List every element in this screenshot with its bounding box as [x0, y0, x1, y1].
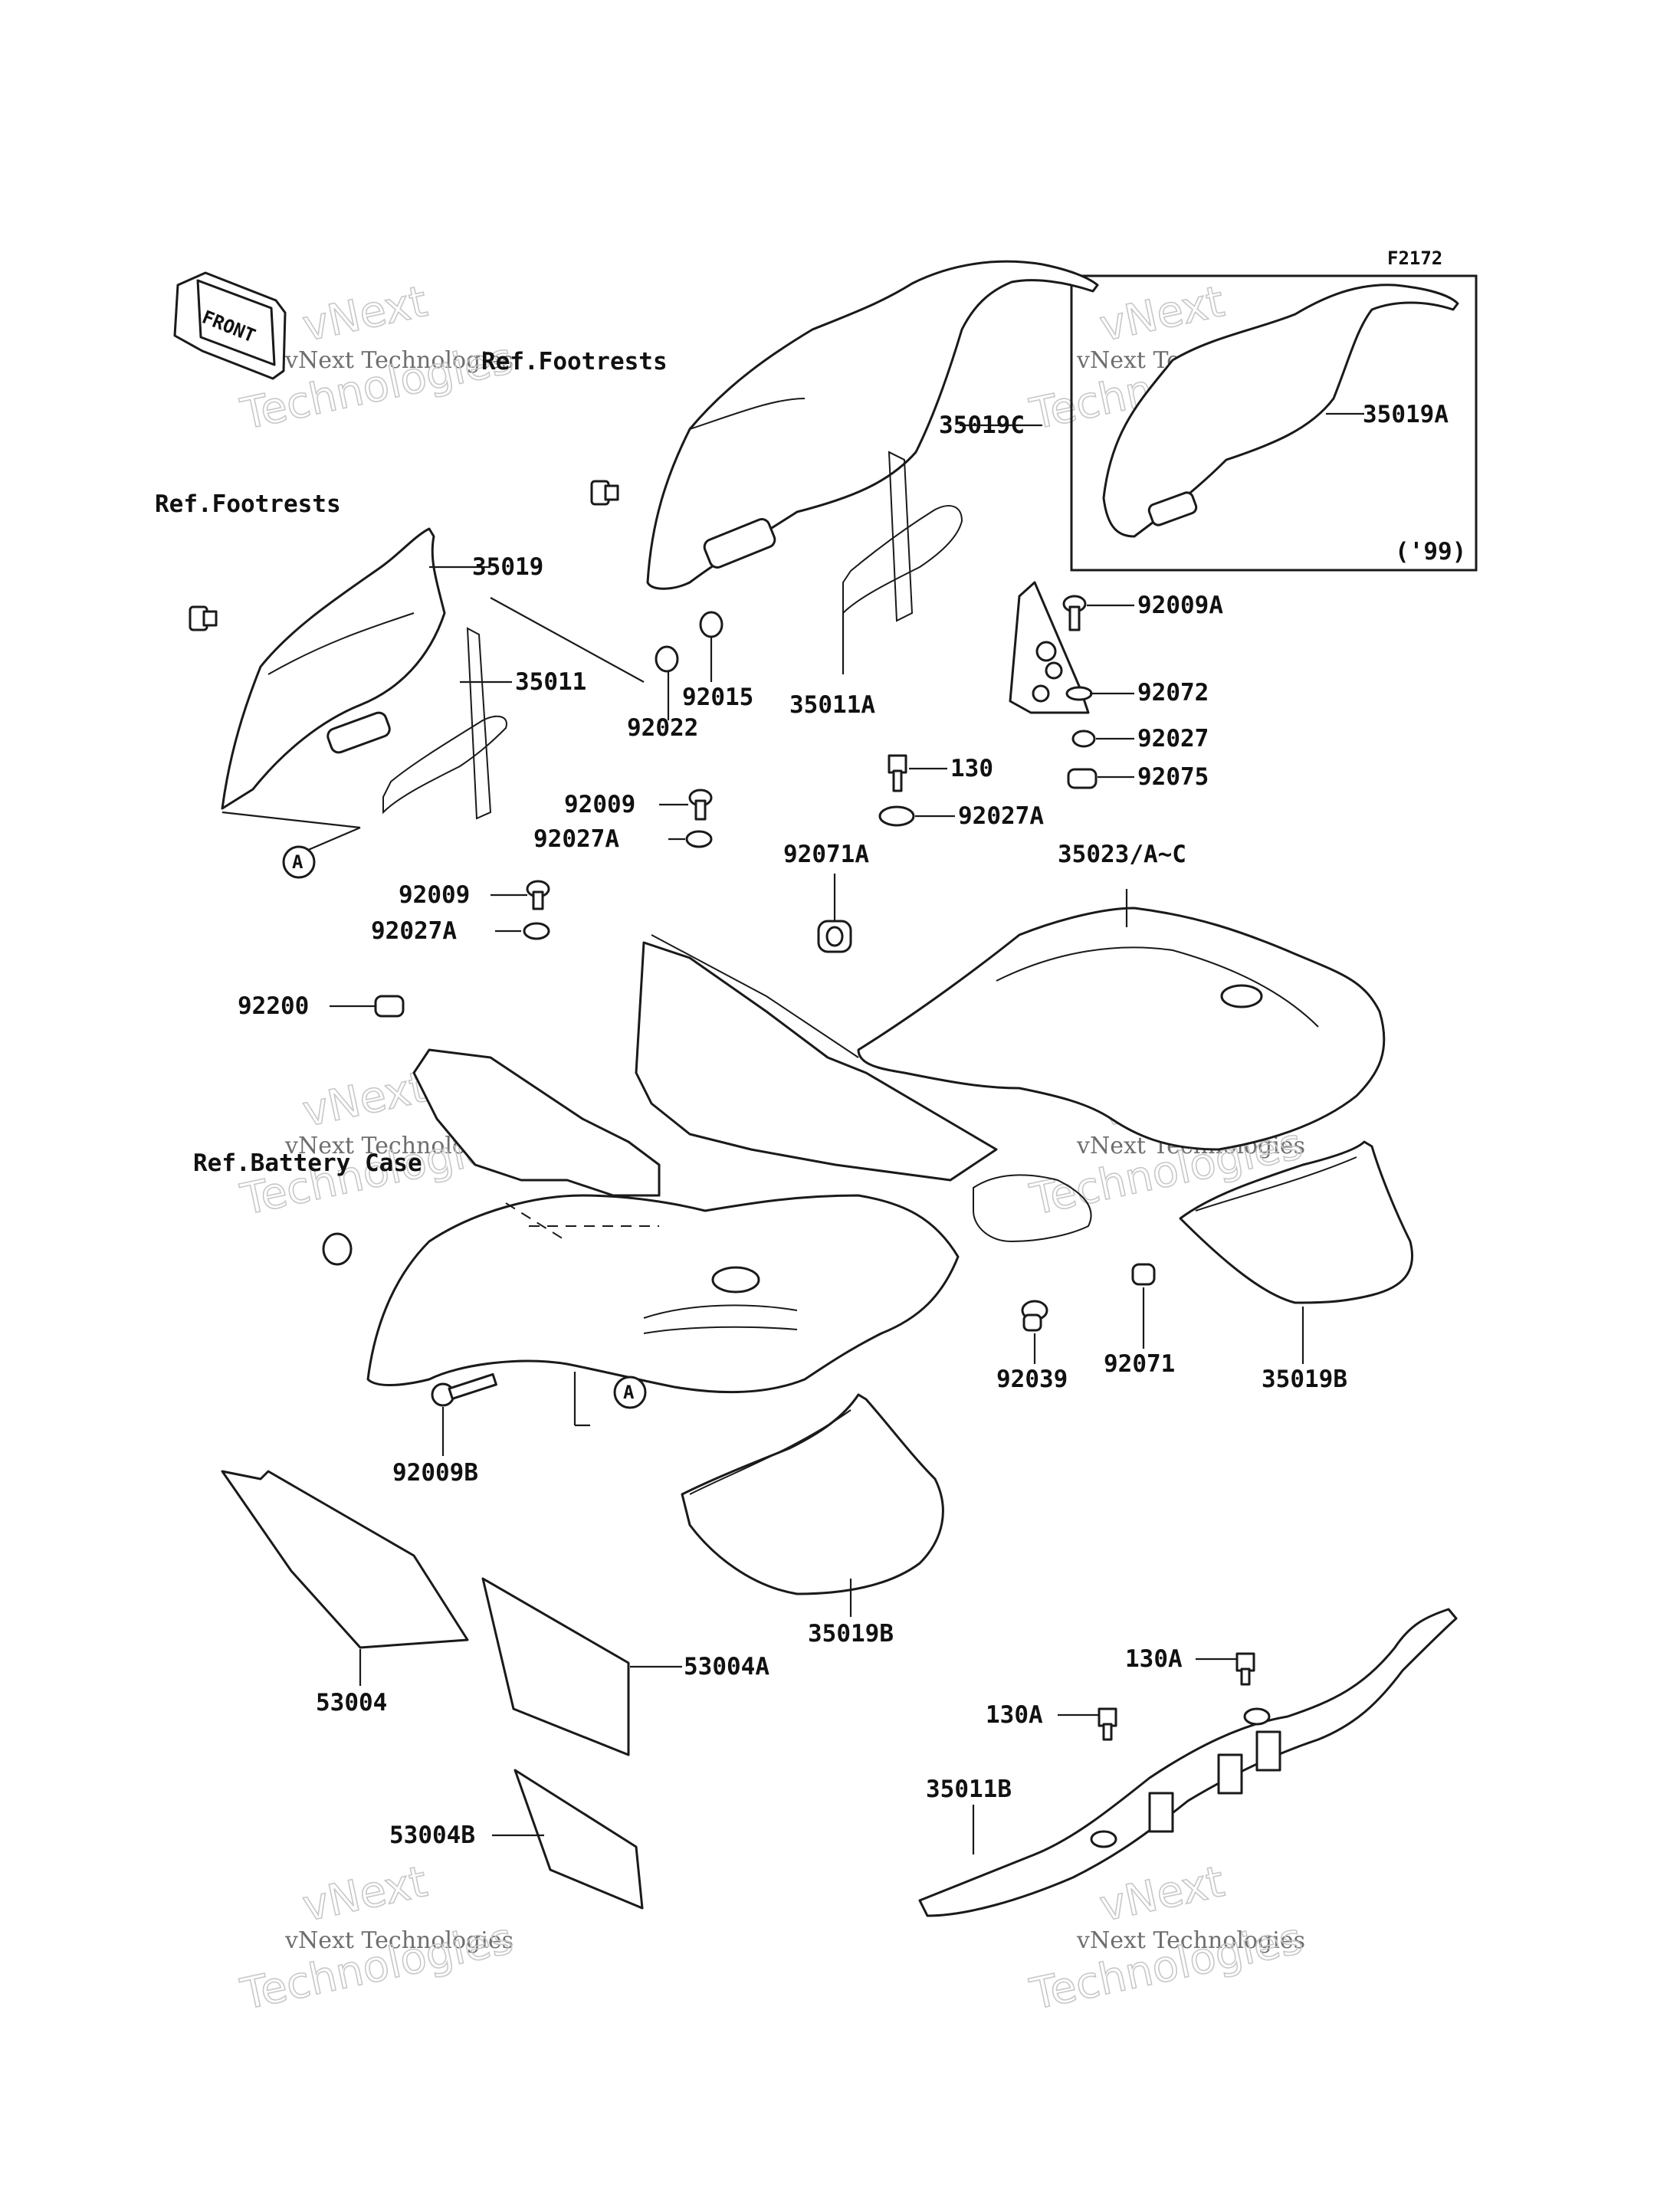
label-92039: 92039 [996, 1366, 1068, 1393]
svg-text:vNext: vNext [298, 277, 431, 352]
decal-53004A [481, 1577, 630, 1756]
label-35011A: 35011A [789, 691, 875, 719]
rear-fender-35023 [857, 907, 1386, 1151]
front-fender-section [366, 1194, 960, 1394]
decal-53004B [514, 1769, 644, 1910]
label-92027A-upper: 92027A [533, 825, 619, 853]
washer-92027A-lower [523, 922, 550, 940]
label-35019: 35019 [472, 553, 543, 581]
label-35019A: 35019A [1363, 401, 1449, 428]
label-92071: 92071 [1104, 1350, 1175, 1378]
bracket-35011 [382, 627, 507, 820]
label-35011B: 35011B [926, 1776, 1012, 1803]
label-130A-lower: 130A [986, 1701, 1043, 1729]
decal-53004 [221, 1470, 469, 1649]
fender-35019C [646, 260, 1099, 590]
label-35019C: 35019C [939, 412, 1025, 439]
label-92015: 92015 [682, 684, 753, 711]
front-arrow-icon: FRONT [173, 271, 287, 380]
callout-a-upper: A [282, 845, 316, 879]
washer-92027A-upper [685, 830, 713, 848]
label-92027A-right: 92027A [958, 802, 1044, 830]
label-92027: 92027 [1137, 725, 1209, 753]
fender-35019 [221, 527, 446, 810]
label-35019B-right: 35019B [1262, 1366, 1347, 1393]
callout-a-lower: A [613, 1376, 647, 1409]
tray-body [635, 941, 998, 1182]
label-35011: 35011 [515, 668, 586, 696]
label-92009A: 92009A [1137, 592, 1223, 619]
label-53004B: 53004B [389, 1822, 475, 1849]
bolt-130A-lower [1098, 1707, 1117, 1741]
figure-code: F2172 [1387, 248, 1442, 269]
inset-label: ('99) [1395, 538, 1466, 566]
collar-92200 [374, 995, 405, 1018]
washer-92027 [1071, 730, 1096, 748]
grommet-92071A [817, 920, 852, 953]
svg-text:A: A [623, 1382, 635, 1403]
label-92075: 92075 [1137, 763, 1209, 791]
bolt-130A-upper [1235, 1652, 1255, 1686]
svg-text:vNext: vNext [1095, 277, 1229, 352]
label-53004: 53004 [316, 1689, 387, 1717]
svg-text:vNext: vNext [298, 1857, 431, 1932]
inset-frame [1070, 274, 1478, 572]
label-35023: 35023/A~C [1058, 841, 1186, 868]
washer-92027A-right [878, 805, 915, 827]
label-92071A: 92071A [783, 841, 869, 868]
bolt-92009A [1062, 595, 1087, 631]
bolt-footrest-upper [590, 480, 619, 506]
label-92027A-lower: 92027A [371, 917, 457, 945]
bolt-92009B [431, 1372, 497, 1407]
ref-battery-case: Ref.Battery Case [193, 1149, 422, 1177]
watermark-bottom-right: vNext Technologies vNext Technologies [1025, 1856, 1308, 2020]
svg-text:A: A [292, 851, 304, 873]
label-92072: 92072 [1137, 679, 1209, 707]
label-130: 130 [950, 755, 993, 782]
label-92200: 92200 [238, 992, 309, 1020]
bolt-92009-lower [526, 880, 550, 910]
bolt-92009-upper [688, 789, 713, 821]
mudflap-35019B-right [1179, 1140, 1414, 1304]
fender-35019A [1102, 284, 1459, 538]
side-panel-left [412, 1048, 661, 1197]
svg-text:vNext: vNext [298, 1062, 431, 1137]
svg-text:vNext Technologies: vNext Technologies [1076, 1927, 1305, 1954]
grommet-92071 [1131, 1263, 1156, 1286]
label-92009-upper: 92009 [564, 791, 635, 818]
cap-battery-case [322, 1232, 353, 1266]
bolt-footrest-left [189, 605, 218, 631]
label-92022: 92022 [627, 714, 698, 742]
bolt-130 [888, 754, 907, 792]
clip-92039 [1021, 1300, 1048, 1332]
label-53004A: 53004A [684, 1653, 769, 1681]
label-92009B: 92009B [392, 1459, 478, 1487]
bracket-35011B [918, 1608, 1458, 1917]
label-35019B-bottom: 35019B [808, 1620, 894, 1648]
leader-lines [221, 412, 1364, 1854]
collar-92072 [1065, 686, 1093, 701]
svg-text:vNext: vNext [1095, 1857, 1229, 1932]
nut-92015 [699, 611, 724, 638]
watermark-bottom-left: vNext Technologies vNext Technologies [236, 1856, 518, 2020]
svg-text:vNext Technologies: vNext Technologies [284, 1927, 514, 1954]
washer-92022 [655, 645, 679, 673]
label-92009-lower: 92009 [399, 881, 470, 909]
label-130A-upper: 130A [1125, 1645, 1183, 1673]
right-decal-outline [973, 1174, 1092, 1243]
mudflap-35019B-bottom [681, 1393, 944, 1595]
grommet-92075 [1067, 768, 1098, 789]
ref-footrests-left: Ref.Footrests [155, 490, 341, 518]
svg-text:vNext Technologies: vNext Technologies [284, 347, 514, 374]
ref-footrests-upper: Ref.Footrests [481, 348, 668, 375]
